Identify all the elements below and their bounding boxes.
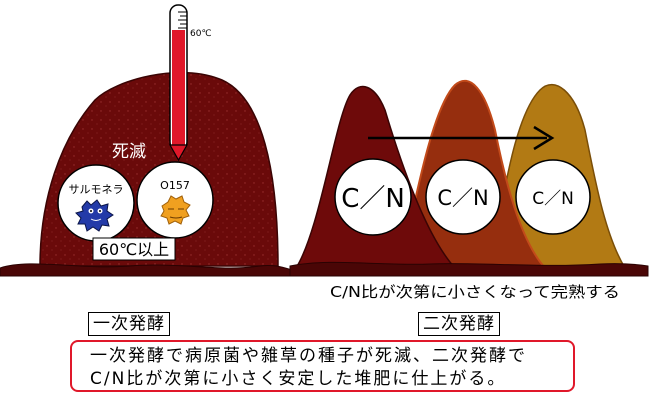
- summary-box: 一次発酵で病原菌や雑草の種子が死滅、二次発酵で C/N比が次第に小さく安定した堆…: [70, 340, 575, 392]
- cn-caption: C/N比が次第に小さくなって完熟する: [330, 283, 620, 301]
- summary-line-1: 一次発酵で病原菌や雑草の種子が死滅、二次発酵で: [90, 346, 527, 366]
- salmonella-icon: [75, 199, 114, 232]
- thermometer: 60℃: [168, 4, 212, 162]
- cn-label-3: C／N: [532, 189, 574, 209]
- ground-left: [0, 263, 293, 277]
- cn-circle-1: C／N: [334, 158, 412, 236]
- summary-line-2: C/N比が次第に小さく安定した堆肥に仕上がる。: [90, 369, 507, 389]
- o157-icon: [160, 195, 191, 225]
- cn-circle-3: C／N: [515, 159, 591, 235]
- cn-label-1: C／N: [341, 184, 405, 214]
- progress-arrow: [368, 125, 555, 151]
- o157-circle: O157: [136, 161, 214, 239]
- thermometer-mercury: [172, 30, 185, 148]
- thermometer-tip: [168, 144, 189, 162]
- salmonella-label: サルモネラ: [69, 183, 124, 196]
- salmonella-circle: サルモネラ: [57, 164, 135, 242]
- temperature-label: 60℃以上: [99, 240, 169, 259]
- ground-right: [289, 261, 649, 277]
- primary-fermentation-label: 一次発酵: [88, 312, 170, 336]
- kill-label: 死滅: [112, 142, 146, 162]
- secondary-fermentation-label: 二次発酵: [418, 312, 500, 336]
- o157-label: O157: [160, 179, 190, 192]
- cn-label-2: C／N: [437, 186, 488, 210]
- thermometer-reading: 60℃: [190, 29, 212, 39]
- temperature-label-box: 60℃以上: [92, 237, 176, 261]
- cn-circle-2: C／N: [425, 159, 501, 235]
